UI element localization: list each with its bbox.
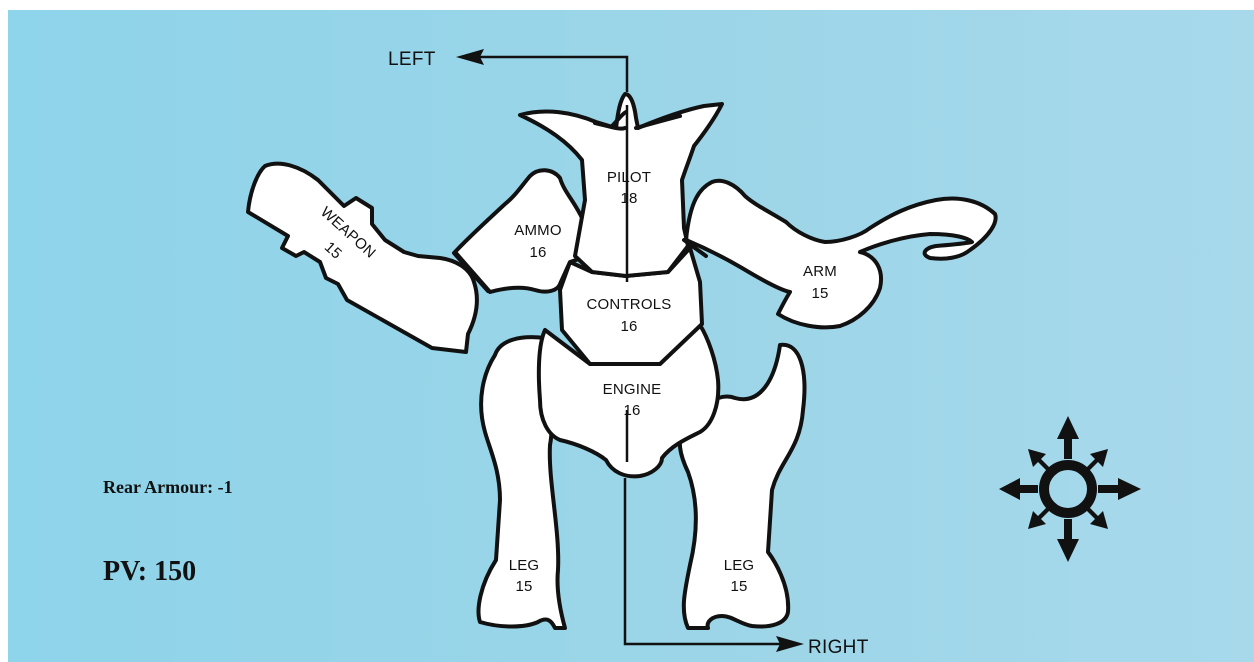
- controls-armour: 16: [620, 318, 637, 335]
- points-value-stat: PV: 150: [103, 556, 196, 588]
- right-arrow-icon: [776, 636, 804, 652]
- pilot-armour: 18: [620, 190, 637, 207]
- left-arrow-icon: [456, 49, 484, 65]
- left-label: LEFT: [388, 49, 436, 70]
- rear-armour-stat: Rear Armour: -1: [103, 477, 233, 498]
- controls-label: CONTROLS: [587, 296, 672, 313]
- weapon-part[interactable]: [248, 164, 477, 352]
- right-label: RIGHT: [808, 637, 869, 658]
- leg-right-armour: 15: [730, 578, 747, 595]
- engine-label: ENGINE: [603, 381, 662, 398]
- arm-armour: 15: [811, 285, 828, 302]
- arm-part[interactable]: [686, 181, 996, 328]
- engine-armour: 16: [623, 402, 640, 419]
- chaos-star-icon: [999, 416, 1141, 562]
- arm-label: ARM: [803, 263, 837, 280]
- leg-left-armour: 15: [515, 578, 532, 595]
- leg-right-label: LEG: [724, 557, 755, 574]
- ammo-label: AMMO: [514, 222, 561, 239]
- pilot-label: PILOT: [607, 169, 651, 186]
- leg-left-label: LEG: [509, 557, 540, 574]
- ammo-armour: 16: [529, 244, 546, 261]
- left-direction-line: [478, 57, 627, 92]
